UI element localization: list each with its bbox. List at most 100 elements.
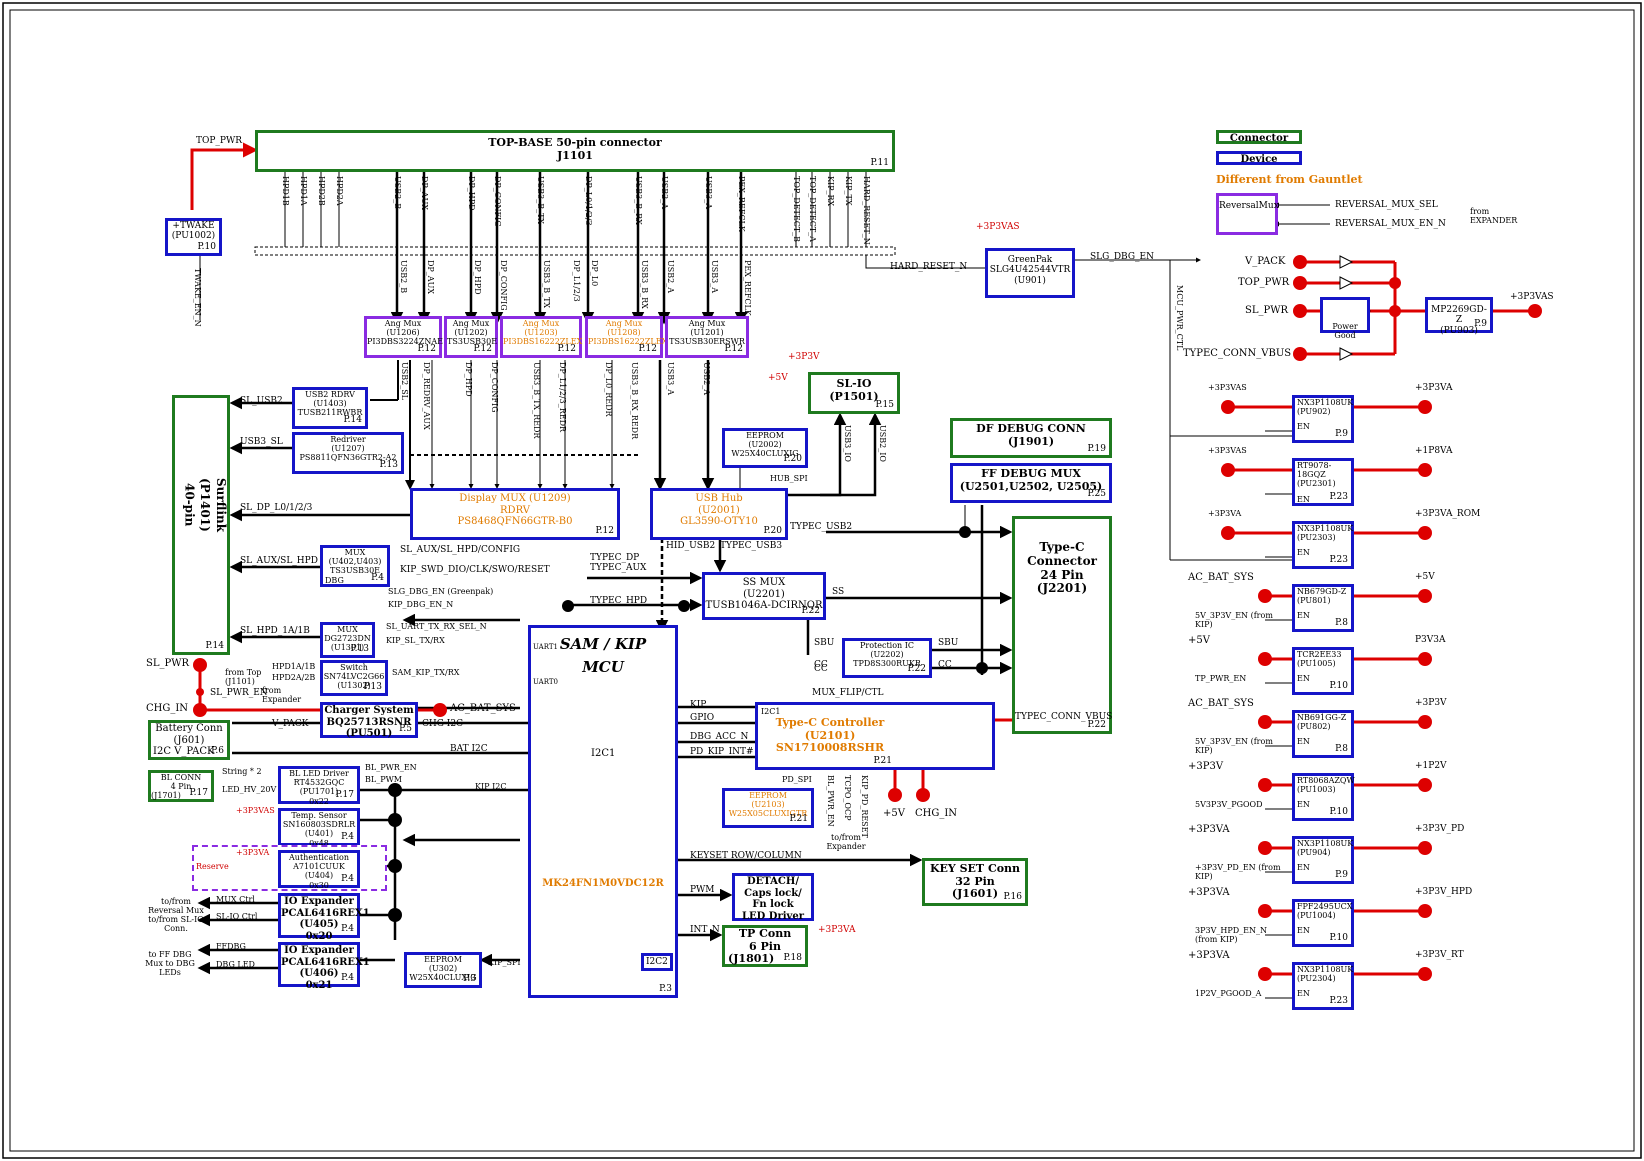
typec-conn-t1: Type-C bbox=[1039, 540, 1085, 554]
rail-node bbox=[1418, 841, 1432, 855]
regulator-input: +3P3VAS bbox=[1208, 383, 1247, 392]
analog-mux-page: P.12 bbox=[638, 343, 657, 354]
surflink-label: Surflink (P1401) 40-pin bbox=[181, 478, 228, 532]
regulator-part: NX3P1108UK bbox=[1297, 524, 1354, 533]
slg-dbg-label: SLG_DBG_EN (Greenpak) bbox=[388, 587, 494, 596]
io-expander-u406: IO Expander PCAL6416REX1 (U406) 0x21 P.4 bbox=[278, 942, 370, 991]
bl-string: String * 2 bbox=[222, 767, 262, 776]
mux-u402-sig2: KIP_SWD_DIO/CLK/SWO/RESET bbox=[400, 565, 550, 575]
regulator-en-pin: EN bbox=[1297, 863, 1310, 873]
greenpak-part: SLG4U42544VTR bbox=[989, 265, 1071, 276]
redrv-pin-label: USB2_A bbox=[702, 362, 711, 395]
regulator-en-pin: EN bbox=[1297, 494, 1310, 504]
regulator-part: TCR2EE33 bbox=[1297, 650, 1342, 659]
usb2-rdrv-ref: (U1403) bbox=[313, 399, 347, 409]
twake-block: +TWAKE (PU1002) P.10 bbox=[165, 218, 222, 256]
eeprom1-part: W25X40CLUXIG bbox=[731, 449, 799, 459]
top-pin-label: HPD2A bbox=[335, 176, 344, 206]
sl-io-rail: +3P3V bbox=[788, 352, 820, 362]
typec-ctrl-spi: PD_SPI bbox=[782, 775, 812, 784]
redrv-pin-label: DP_HPD bbox=[464, 362, 473, 397]
analog-mux-part: PI3DBS3224ZNAE bbox=[367, 337, 443, 347]
top-pwr-label: TOP_PWR bbox=[196, 136, 243, 146]
io1-title: IO Expander bbox=[284, 896, 354, 907]
regulator-output: P3V3A bbox=[1415, 635, 1446, 645]
bl-pwr-en: BL_PWR_EN bbox=[365, 763, 417, 772]
mux-u1301-sig: SL_UART_TX_RX_SEL_N bbox=[386, 622, 487, 631]
regulator-input: +5V bbox=[1188, 635, 1210, 646]
typec-ctrl-pin-2: KIP_PD_RESET bbox=[860, 775, 869, 838]
surflink-page: P.14 bbox=[205, 640, 224, 651]
typec-usb3-label: TYPEC_USB3 bbox=[720, 541, 783, 551]
sbu-label-left: SBU bbox=[814, 638, 835, 648]
regulator-part: RT9078-18GQZ bbox=[1297, 461, 1332, 480]
cc-label-right: CC bbox=[938, 660, 952, 670]
mcu-uart0: UART0 bbox=[533, 678, 559, 686]
bl-led-ref: (PU1701) bbox=[299, 787, 339, 797]
usb-hub-title: USB Hub bbox=[695, 493, 743, 504]
regulator-enable: 5V3P3V_PGOOD bbox=[1195, 800, 1263, 809]
analog-mux-part: PI3DBS16222ZLEX bbox=[503, 337, 583, 347]
kip-spi-label: KIP_SPI bbox=[488, 958, 521, 967]
usb2-rdrv-block: USB2 RDRV (U1403) TUSB211RWBR P.14 bbox=[292, 387, 368, 429]
typec-ctrl-title: Type-C Controller bbox=[775, 716, 885, 729]
analog-mux-page: P.12 bbox=[724, 343, 743, 354]
mp2269-ref: (PU903) bbox=[1440, 325, 1478, 336]
cc-label-left: CC bbox=[814, 660, 828, 670]
rail-node bbox=[1221, 400, 1235, 414]
regulator-input: +3P3VA bbox=[1208, 509, 1242, 518]
charger-slpwr-en: SL_PWR_EN bbox=[210, 688, 268, 698]
bl-led-hv: LED_HV_20V bbox=[222, 785, 277, 794]
switch-title: Switch bbox=[340, 663, 368, 672]
top-pin-label: HPD2B bbox=[317, 176, 326, 206]
typec-ctrl-5v: +5V bbox=[883, 808, 905, 819]
pwr-vpack: V_PACK bbox=[1245, 256, 1286, 267]
usb-hub-page: P.20 bbox=[763, 525, 782, 536]
analog-mux-part: TS3USB30E bbox=[447, 337, 498, 347]
charger-title: Charger System bbox=[324, 705, 414, 716]
sl-io-ref: (P1501) bbox=[829, 389, 879, 403]
analog-mux-title: Ang Mux bbox=[452, 319, 490, 328]
regulator-input: AC_BAT_SYS bbox=[1188, 698, 1254, 709]
regulator-ref: (PU902) bbox=[1297, 407, 1331, 417]
ss-mux-block: SS MUX (U2201) TUSB1046A-DCIRNQR P.22 bbox=[702, 572, 826, 620]
usb3-sl-label: USB3_SL bbox=[240, 437, 283, 447]
mid-pin-label: PEX_REFCLK bbox=[743, 260, 752, 316]
regulator-en-pin: EN bbox=[1297, 737, 1310, 747]
regulator-page: P.23 bbox=[1329, 491, 1348, 502]
regulator-ref: (PU1003) bbox=[1297, 785, 1336, 795]
regulator-output: +1P8VA bbox=[1415, 446, 1453, 456]
charger-part: BQ25713RSNR bbox=[326, 716, 412, 728]
mp2269-page: P.9 bbox=[1474, 318, 1487, 329]
keyset-page: P.16 bbox=[1003, 891, 1022, 902]
auth-page: P.4 bbox=[341, 873, 354, 884]
rail-node bbox=[1418, 652, 1432, 666]
eeprom3-page: P.21 bbox=[789, 813, 808, 824]
mux-u402-page: P.4 bbox=[371, 572, 384, 583]
legend-diff: Different from Gauntlet bbox=[1216, 173, 1363, 186]
typec-connector: Type-C Connector 24 Pin (J2201) P.22 bbox=[1012, 516, 1112, 734]
regulator-part: FPF2495UCX bbox=[1297, 902, 1353, 911]
analog-mux-part: TS3USB30ERSWR bbox=[669, 337, 745, 347]
mux-u1301-page: P.13 bbox=[350, 643, 369, 654]
rail-node bbox=[1258, 967, 1272, 981]
usb-hub-part: GL3590-OTY10 bbox=[680, 516, 758, 527]
typec-ctrl-cc: CC bbox=[814, 664, 828, 674]
display-mux-rdrv: RDRV bbox=[500, 504, 530, 516]
regulator-ref: (PU2303) bbox=[1297, 533, 1336, 543]
switch-sig: SAM_KIP_TX/RX bbox=[392, 668, 460, 677]
bat-i2c-label: BAT I2C bbox=[450, 744, 488, 754]
detach-t1: DETACH/ bbox=[746, 876, 799, 887]
greenpak-ref: (U901) bbox=[1014, 275, 1046, 286]
auth-ref: (U404) bbox=[304, 871, 334, 881]
df-debug-conn: DF DEBUG CONN (J1901) P.19 bbox=[950, 418, 1112, 458]
auth-block: Authentication A7101CUUK (U404) 0x30 P.4 bbox=[278, 850, 360, 890]
battery-sub: I2C V_PACK bbox=[153, 746, 215, 757]
battery-page: P.6 bbox=[211, 745, 224, 756]
detach-t4: LED Driver bbox=[742, 910, 804, 922]
top-pin-label: KIP_TX bbox=[844, 176, 853, 206]
regulator-part: NX3P1108UK bbox=[1297, 839, 1354, 848]
regulator-output: +3P3V_HPD bbox=[1415, 887, 1473, 897]
mid-pin-label: DP_AUX bbox=[426, 260, 435, 295]
